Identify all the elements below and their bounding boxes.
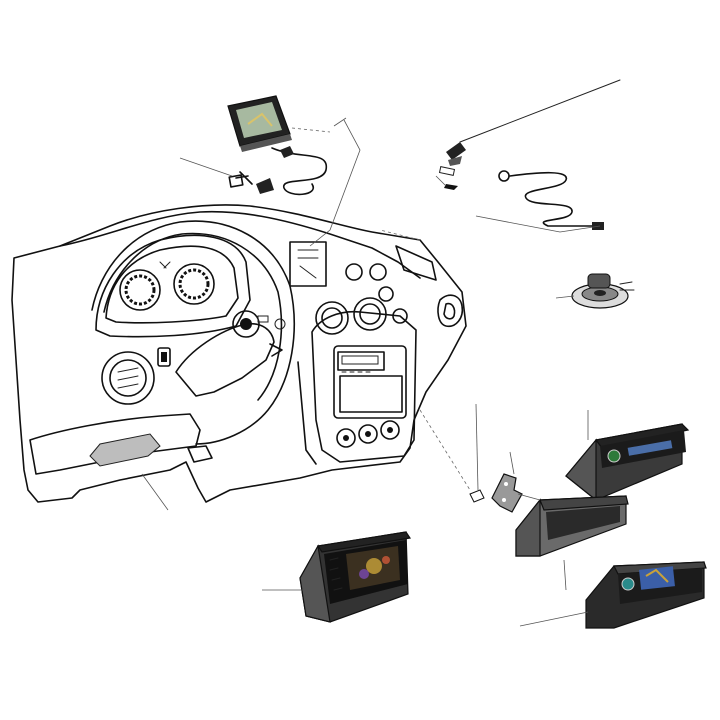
cigarette-plug-body xyxy=(256,178,274,194)
speaker-leader xyxy=(555,295,575,299)
column-lever xyxy=(269,343,283,357)
antenna-cable-connector xyxy=(498,170,510,182)
speedometer-ticks xyxy=(178,268,210,300)
antenna-base xyxy=(448,156,462,166)
radio-slot xyxy=(333,345,407,419)
binnacle-inner xyxy=(105,245,239,324)
dash-switch-c xyxy=(392,308,408,324)
dashboard-top-contour xyxy=(59,210,421,279)
console-to-bracket-leader xyxy=(419,409,471,491)
antenna-gasket xyxy=(438,166,456,176)
radio-tray xyxy=(339,375,403,413)
dash-switch-a xyxy=(369,263,387,281)
ignition-key-core xyxy=(240,318,252,330)
dash-switch-b xyxy=(378,286,394,302)
center-vent-left xyxy=(315,301,349,335)
speaker-terminals xyxy=(619,281,635,291)
dvd-receiver-screen xyxy=(639,566,675,590)
dvd-screen-image xyxy=(645,568,669,583)
head-unit-icon xyxy=(594,423,690,449)
footwell-panel xyxy=(89,433,161,467)
light-switch-knob xyxy=(161,352,167,362)
din-frame-opening xyxy=(546,506,620,540)
dashboard-outline xyxy=(11,204,467,503)
din-frame-top xyxy=(539,495,629,511)
hood-release xyxy=(187,445,213,463)
radio-faceplate xyxy=(337,351,385,371)
center-console xyxy=(311,310,417,463)
antenna-cable-leader xyxy=(475,215,601,233)
antenna-nut xyxy=(444,184,458,190)
gps-charger-cable xyxy=(228,146,328,196)
speaker-magnet xyxy=(587,273,611,289)
portable-gps[interactable] xyxy=(227,95,292,152)
screw-leader xyxy=(475,403,479,491)
radio-display xyxy=(341,355,379,365)
din-frame-side xyxy=(515,498,541,557)
cigarette-plug-tip xyxy=(228,174,244,188)
right-dash-panel xyxy=(395,245,437,281)
gps-mount-bay xyxy=(289,241,327,287)
dvd-receiver-knob xyxy=(621,577,635,591)
assembly-lines xyxy=(141,117,601,627)
speaker-dust-cap xyxy=(594,290,606,296)
gps-leader xyxy=(291,127,331,133)
touchscreen-buttons xyxy=(329,557,343,591)
bracket-and-screw[interactable] xyxy=(469,473,523,513)
left-air-vent-inner xyxy=(109,359,147,397)
gps-bay-leader xyxy=(309,119,361,247)
dvd-receiver[interactable] xyxy=(585,561,707,629)
ignition-key xyxy=(257,315,269,323)
climate-knob-left xyxy=(336,428,356,448)
mounting-bracket-icon xyxy=(491,473,523,513)
left-air-vent xyxy=(101,351,155,405)
speedometer-gauge xyxy=(173,263,215,305)
speaker[interactable] xyxy=(571,273,635,309)
roof-antenna[interactable] xyxy=(438,79,621,190)
gps-navigator-icon xyxy=(236,102,282,138)
antenna-icon xyxy=(446,142,466,160)
gps-mount-detail xyxy=(297,249,319,279)
hazard-switch xyxy=(345,263,363,281)
indicator-marks xyxy=(159,261,171,269)
steering-wheel-rim-inner xyxy=(103,232,283,401)
tachometer-ticks xyxy=(124,274,156,306)
cd-receiver-display xyxy=(627,440,673,456)
column-bolt xyxy=(274,318,286,330)
console-trim-left xyxy=(297,361,317,465)
cd-receiver-left-face xyxy=(565,438,597,502)
frame-leader xyxy=(563,559,567,591)
touchscreen-top xyxy=(316,531,412,553)
plug-leader xyxy=(179,157,233,177)
light-switch xyxy=(157,347,171,367)
cigarette-plug xyxy=(235,171,253,185)
antenna-cable xyxy=(498,170,604,230)
left-vent-louvers xyxy=(117,367,139,389)
dvd-receiver-leader xyxy=(519,611,589,627)
instrument-binnacle xyxy=(95,234,251,338)
cd-receiver-volume-knob xyxy=(607,449,621,463)
double-din-touchscreen[interactable] xyxy=(299,531,412,623)
din-mounting-frame[interactable] xyxy=(515,495,629,557)
center-vent-right xyxy=(353,297,387,331)
steering-wheel-rim xyxy=(91,220,295,445)
antenna-mast xyxy=(459,79,621,143)
cd-receiver[interactable] xyxy=(565,423,690,502)
gps-route-line xyxy=(247,112,273,127)
climate-knob-center xyxy=(358,424,378,444)
gps-mini-usb xyxy=(280,146,294,158)
mounting-screw xyxy=(469,489,485,503)
climate-knob-right xyxy=(380,420,400,440)
touchscreen-side xyxy=(299,544,331,623)
ignition-lock xyxy=(232,310,260,338)
dashboard xyxy=(11,204,467,503)
touchscreen-fireworks xyxy=(366,558,382,574)
tachometer-gauge xyxy=(119,269,161,311)
footwell-leader xyxy=(141,473,169,511)
gps-bottom-edge xyxy=(240,134,292,152)
right-air-vent xyxy=(437,294,464,328)
